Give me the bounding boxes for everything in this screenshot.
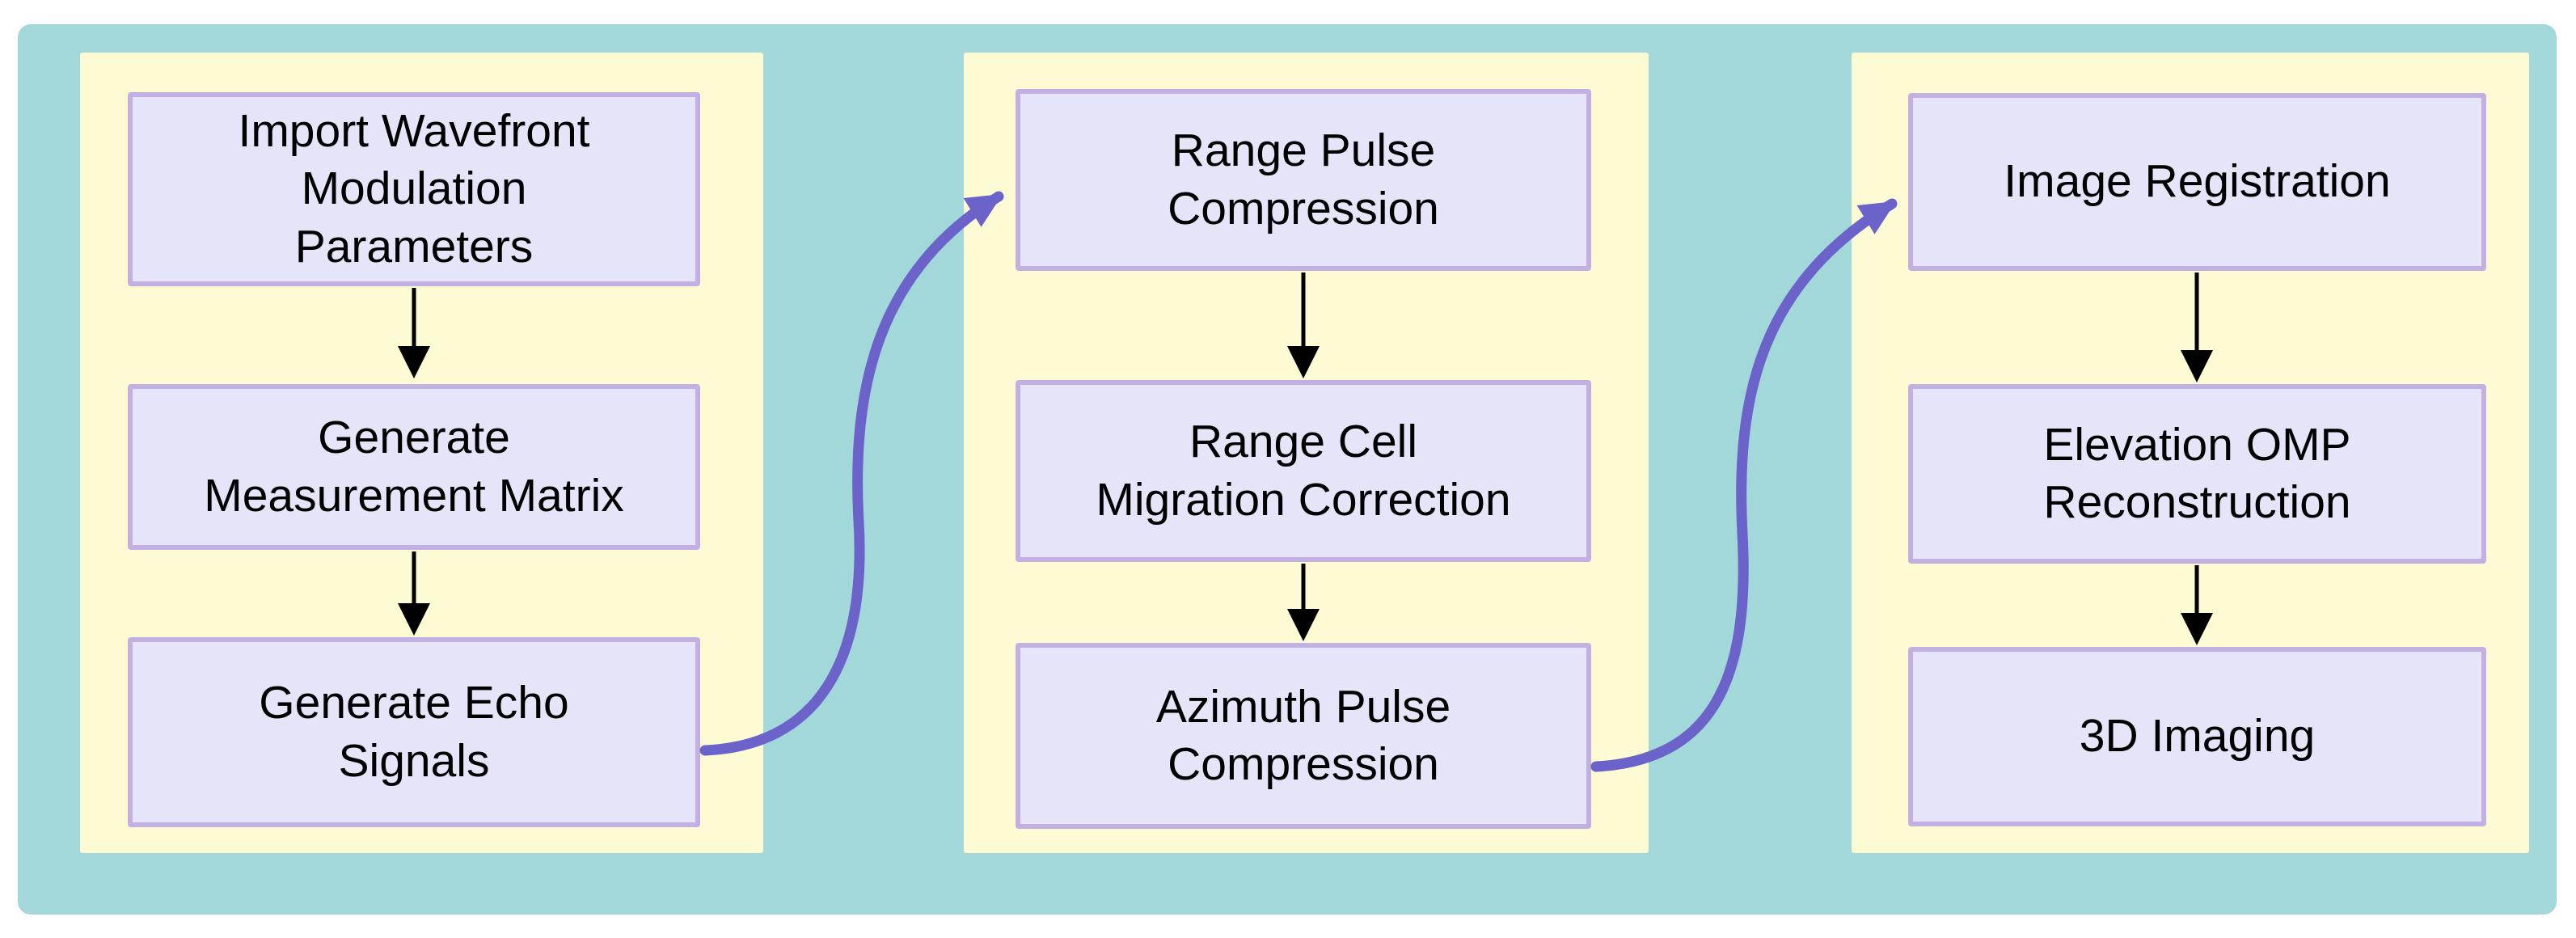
flow-step-range-cell-migration-correction: Range Cell Migration Correction xyxy=(1016,380,1591,562)
flow-step-range-pulse-compression: Range Pulse Compression xyxy=(1016,89,1591,271)
flow-step-label: 3D Imaging xyxy=(2079,710,2316,763)
flow-step-image-registration: Image Registration xyxy=(1908,93,2486,271)
flow-step-elevation-omp-reconstruction: Elevation OMP Reconstruction xyxy=(1908,384,2486,564)
flow-step-label: Azimuth Pulse Compression xyxy=(1155,680,1451,790)
flow-step-label: Range Cell Migration Correction xyxy=(1096,416,1511,526)
flow-step-label: Generate Echo Signals xyxy=(259,677,569,787)
flow-step-azimuth-pulse-compression: Azimuth Pulse Compression xyxy=(1016,643,1591,829)
flow-step-generate-echo-signals: Generate Echo Signals xyxy=(128,637,700,827)
flow-step-generate-measurement-matrix: Generate Measurement Matrix xyxy=(128,384,700,550)
flow-step-import-wavefront-modulation-parameters: Import Wavefront Modulation Parameters xyxy=(128,92,700,286)
flow-step-label: Image Registration xyxy=(2004,155,2391,208)
flow-step-3d-imaging: 3D Imaging xyxy=(1908,647,2486,826)
flow-step-label: Range Pulse Compression xyxy=(1168,125,1439,234)
flow-step-label: Elevation OMP Reconstruction xyxy=(2043,418,2351,528)
flow-step-label: Import Wavefront Modulation Parameters xyxy=(238,105,590,273)
flow-step-label: Generate Measurement Matrix xyxy=(204,412,624,522)
